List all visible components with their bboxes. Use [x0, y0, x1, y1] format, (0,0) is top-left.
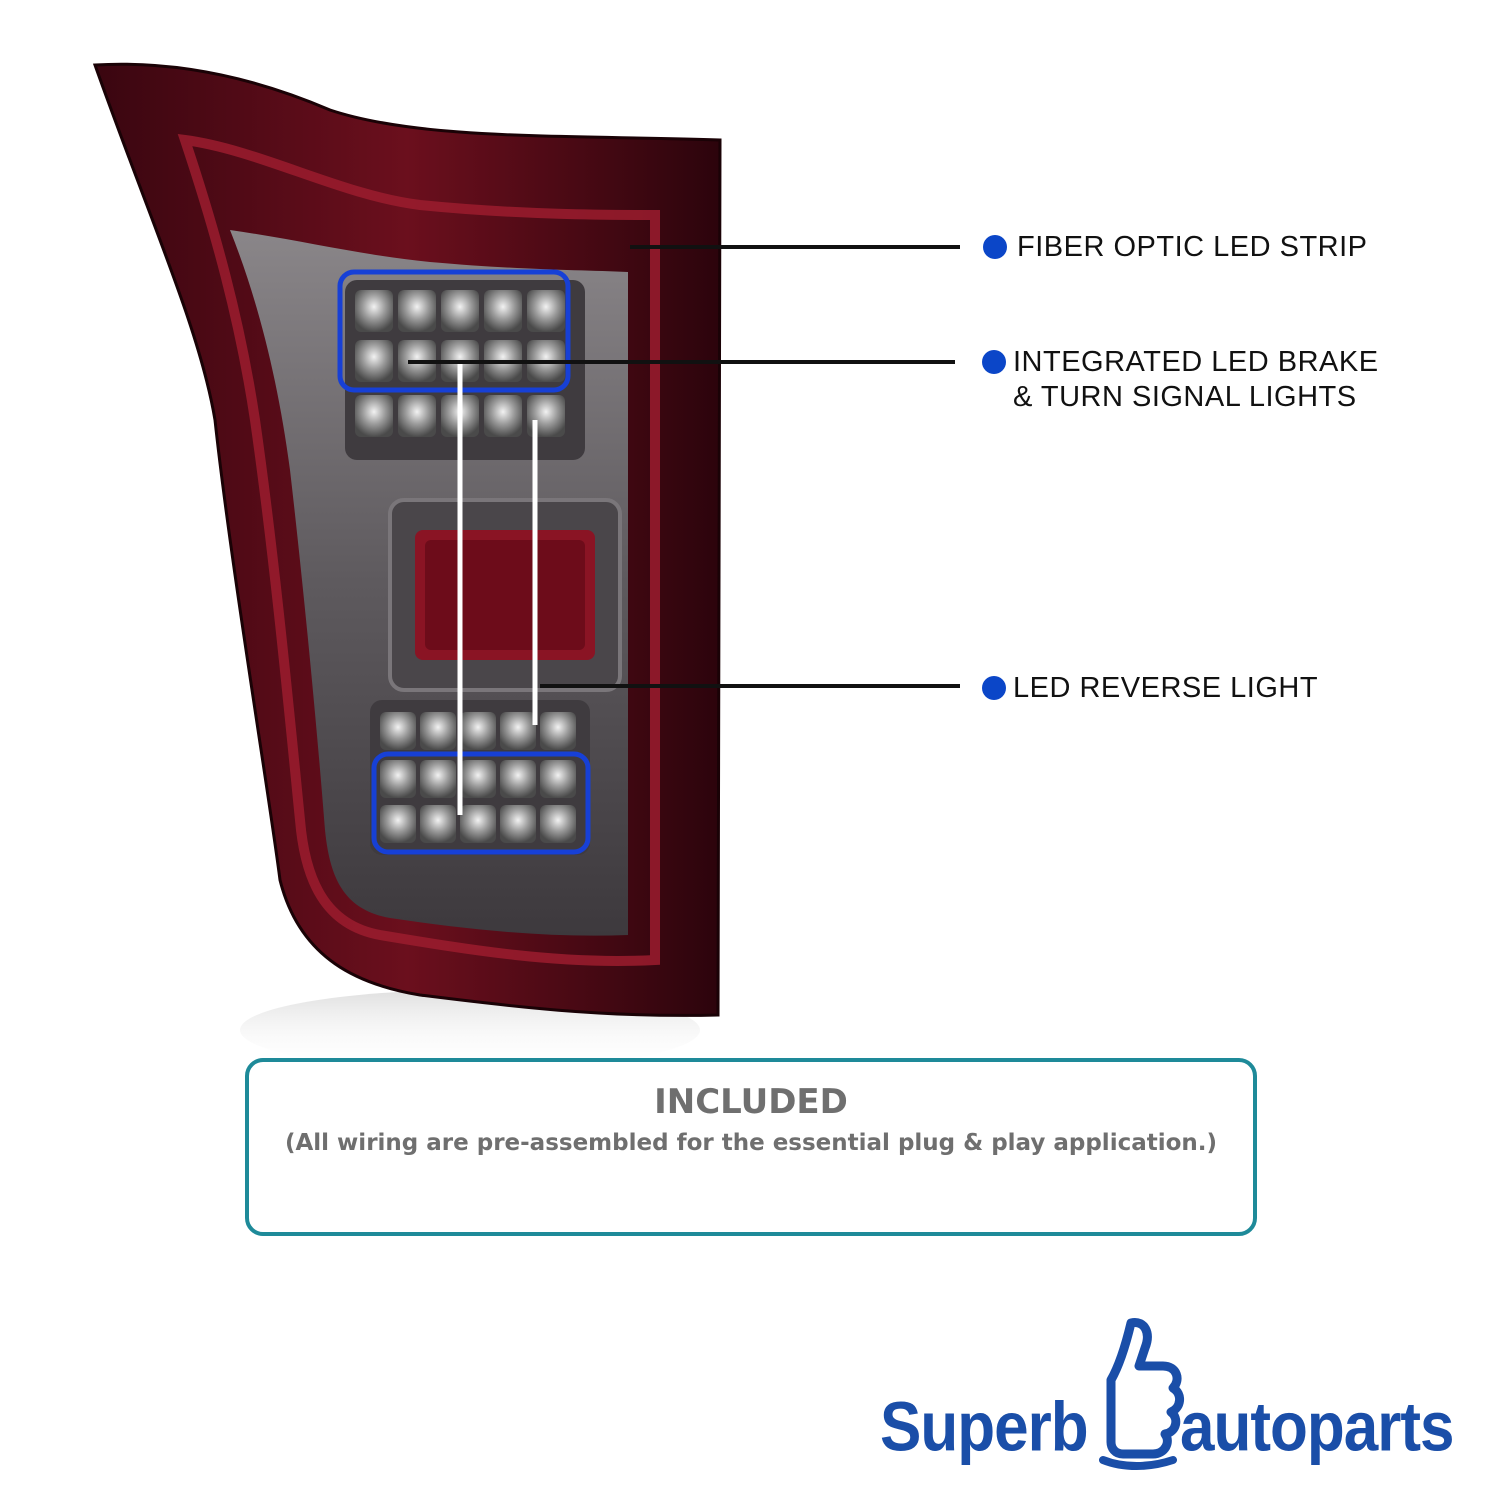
callout-fiber-optic-led-strip: FIBER OPTIC LED STRIP [1017, 231, 1368, 263]
center-reflector [388, 498, 622, 692]
brand-logo-superb: Superb [880, 1389, 1089, 1467]
callout-brake-turn-line2: & TURN SIGNAL LIGHTS [1013, 381, 1357, 413]
brake-turn-highlight-lower [371, 751, 591, 855]
callout-brake-turn-signal: INTEGRATED LED BRAKE & TURN SIGNAL LIGHT… [1013, 345, 1379, 415]
lower-led-cluster [370, 700, 590, 855]
bullet-dot-reverse [982, 676, 1006, 700]
callout-led-reverse-light: LED REVERSE LIGHT [1013, 672, 1319, 704]
upper-led-cluster [345, 280, 585, 460]
fiber-optic-strip [177, 133, 660, 966]
included-box: INCLUDED (All wiring are pre-assembled f… [245, 1058, 1257, 1236]
bullet-dot-fiber-optic [983, 235, 1007, 259]
bullet-dot-brake-turn [982, 350, 1006, 374]
brand-logo-autoparts: autoparts [1180, 1389, 1454, 1467]
brake-turn-highlight-upper [337, 269, 571, 393]
included-subtitle: (All wiring are pre-assembled for the es… [284, 1130, 1218, 1156]
internal-pointer-lines [457, 362, 538, 815]
thumbs-up-icon [1099, 1318, 1184, 1470]
included-title: INCLUDED [654, 1082, 848, 1122]
callout-brake-turn-line1: INTEGRATED LED BRAKE [1013, 346, 1379, 378]
